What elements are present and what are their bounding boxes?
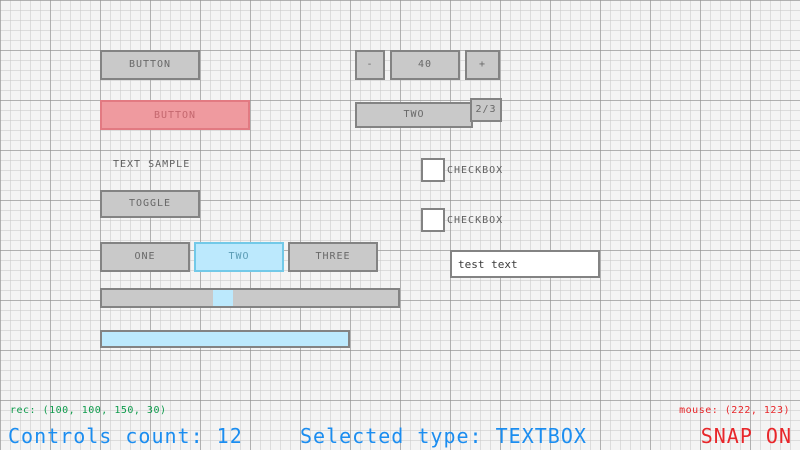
label-text-sample-text: TEXT SAMPLE [113, 158, 191, 170]
status-rec: rec: (100, 100, 150, 30) [10, 405, 167, 416]
dropdown-value: TWO [403, 109, 425, 120]
spinner-increment-label: + [478, 59, 487, 70]
snap-status: SNAP ON [701, 426, 792, 446]
toggle-button[interactable]: TOGGLE [100, 190, 200, 218]
dropdown-index-badge: 2/3 [470, 98, 502, 122]
spinner-decrement-label: - [366, 59, 374, 70]
checkbox-one[interactable] [421, 158, 445, 182]
dropdown-box[interactable]: TWO [355, 102, 473, 128]
spinner-decrement-button[interactable]: - [355, 50, 385, 80]
toggle-group-option-three-label: THREE [315, 251, 351, 262]
controls-count: Controls count: 12 [8, 426, 243, 446]
controls-count-text: Controls count: 12 [8, 424, 243, 448]
button-normal-label: BUTTON [128, 59, 172, 70]
slider-handle[interactable] [213, 290, 233, 306]
progress-bar-fill [102, 332, 348, 346]
spinner-value: 40 [417, 59, 433, 70]
textbox-value: test text [458, 257, 518, 271]
progress-bar[interactable] [100, 330, 350, 348]
toggle-group-option-one[interactable]: ONE [100, 242, 190, 272]
label-text-sample: TEXT SAMPLE [113, 155, 253, 173]
checkbox-one-label-text: CHECKBOX [447, 164, 504, 176]
selected-type-text: Selected type: TEXTBOX [300, 424, 587, 448]
selected-type: Selected type: TEXTBOX [300, 426, 587, 446]
checkbox-one-label: CHECKBOX [447, 158, 537, 182]
status-mouse-text: mouse: (222, 123) [679, 405, 790, 416]
toggle-group-option-three[interactable]: THREE [288, 242, 378, 272]
status-rec-text: rec: (100, 100, 150, 30) [10, 405, 167, 416]
spinner-increment-button[interactable]: + [465, 50, 500, 80]
dropdown-index-badge-text: 2/3 [475, 104, 497, 115]
checkbox-two[interactable] [421, 208, 445, 232]
textbox[interactable]: test text [450, 250, 600, 278]
checkbox-two-label: CHECKBOX [447, 208, 537, 232]
toggle-button-label: TOGGLE [128, 198, 172, 209]
status-mouse: mouse: (222, 123) [679, 405, 790, 416]
checkbox-two-label-text: CHECKBOX [447, 214, 504, 226]
button-selected-label: BUTTON [153, 109, 197, 121]
toggle-group-option-one-label: ONE [134, 251, 156, 262]
spinner-value-field[interactable]: 40 [390, 50, 460, 80]
button-normal[interactable]: BUTTON [100, 50, 200, 80]
toggle-group-option-two[interactable]: TWO [194, 242, 284, 272]
button-selected[interactable]: BUTTON [100, 100, 250, 130]
toggle-group-option-two-label: TWO [228, 251, 250, 262]
snap-status-text: SNAP ON [700, 424, 792, 448]
slider[interactable] [100, 288, 400, 308]
